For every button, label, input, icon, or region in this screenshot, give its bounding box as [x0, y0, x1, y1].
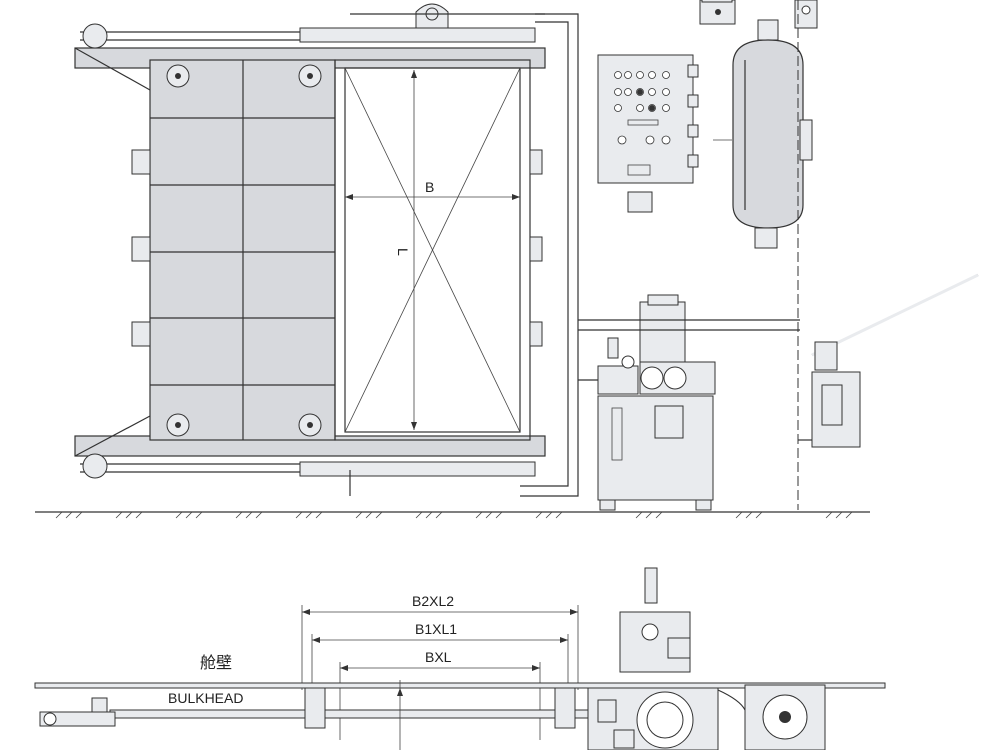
- control-panel-box: [597, 54, 699, 213]
- bulkhead-label-en: BULKHEAD: [168, 690, 243, 706]
- door-roller-wheels: [166, 64, 322, 437]
- bulkhead-label-cn: 舱壁: [200, 653, 232, 672]
- dimension-b2xl2-label: B2XL2: [412, 593, 454, 609]
- hand-pump: [798, 273, 979, 448]
- sliding-door-assembly: B L: [74, 3, 579, 497]
- length-dimension-label: L: [395, 248, 411, 256]
- dimension-bxl-label: BXL: [425, 649, 452, 665]
- dimension-b1xl1-label: B1XL1: [415, 621, 457, 637]
- hydraulic-power-unit: [597, 294, 716, 511]
- accumulator-tank: [713, 19, 813, 249]
- door-panel-grid: [150, 60, 335, 440]
- width-dimension-label: B: [425, 179, 434, 195]
- section-view: B2XL2 B1XL1 BXL 舱壁 BULKHEAD: [34, 567, 886, 750]
